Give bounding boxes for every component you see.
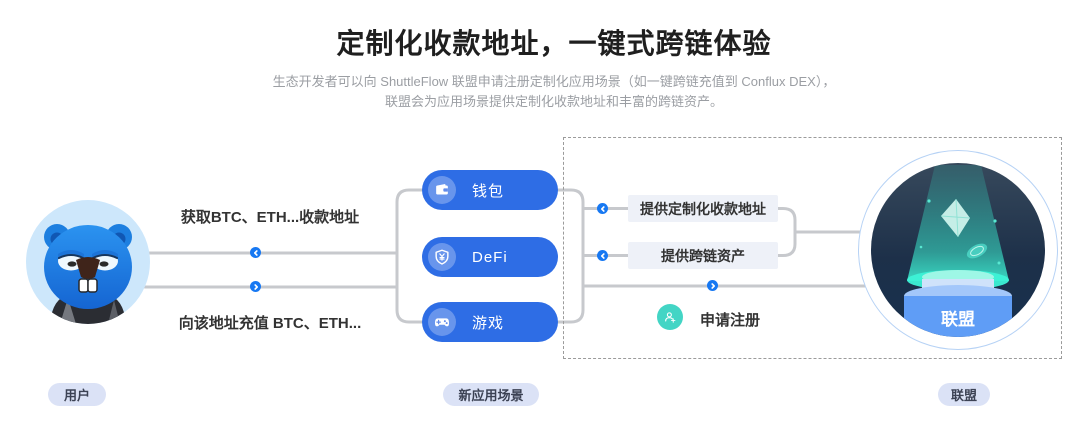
wallet-icon — [428, 176, 456, 204]
user-mascot — [26, 200, 150, 324]
arrow-left-icon — [597, 203, 608, 214]
scenario-label: 游戏 — [472, 314, 505, 332]
header: 定制化收款地址，一键式跨链体验 生态开发者可以向 ShuttleFlow 联盟申… — [0, 0, 1080, 112]
page-title: 定制化收款地址，一键式跨链体验 — [336, 28, 772, 59]
apply-register-label: 申请注册 — [700, 312, 761, 329]
scenario-label: DeFi — [472, 248, 508, 266]
arrow-left-icon — [597, 250, 608, 261]
flow-deposit-label: 向该地址充值 BTC、ETH... — [178, 315, 362, 332]
page-subtitle: 生态开发者可以向 ShuttleFlow 联盟申请注册定制化应用场景（如一键跨链… — [28, 72, 1080, 112]
alliance-illustration: 联盟 — [858, 150, 1058, 350]
provide-address-box: 提供定制化收款地址 — [628, 195, 778, 222]
subtitle-line-1: 生态开发者可以向 ShuttleFlow 联盟申请注册定制化应用场景（如一键跨链… — [272, 74, 836, 89]
alliance-podium-label: 联盟 — [941, 310, 975, 329]
scenario-label: 钱包 — [472, 182, 505, 200]
alliance-hologram: 联盟 — [871, 163, 1045, 337]
subtitle-line-2: 联盟会为应用场景提供定制化收款地址和丰富的跨链资产。 — [384, 94, 723, 109]
shield-yuan-icon — [428, 243, 456, 271]
arrow-left-icon — [250, 247, 261, 258]
scenario-pill-game: 游戏 — [422, 302, 558, 342]
tag-alliance: 联盟 — [938, 383, 990, 406]
provide-assets-box: 提供跨链资产 — [628, 242, 778, 269]
arrow-right-icon — [250, 281, 261, 292]
scenario-pill-wallet: 钱包 — [422, 170, 558, 210]
gamepad-icon — [428, 308, 456, 336]
arrow-right-icon — [707, 280, 718, 291]
alliance-dashed-region — [563, 137, 1062, 359]
tag-new-scenarios: 新应用场景 — [443, 383, 539, 406]
tag-user: 用户 — [48, 383, 106, 406]
scenario-pill-defi: DeFi — [422, 237, 558, 277]
person-add-icon — [657, 304, 683, 330]
flow-get-address-label: 获取BTC、ETH...收款地址 — [180, 209, 360, 226]
